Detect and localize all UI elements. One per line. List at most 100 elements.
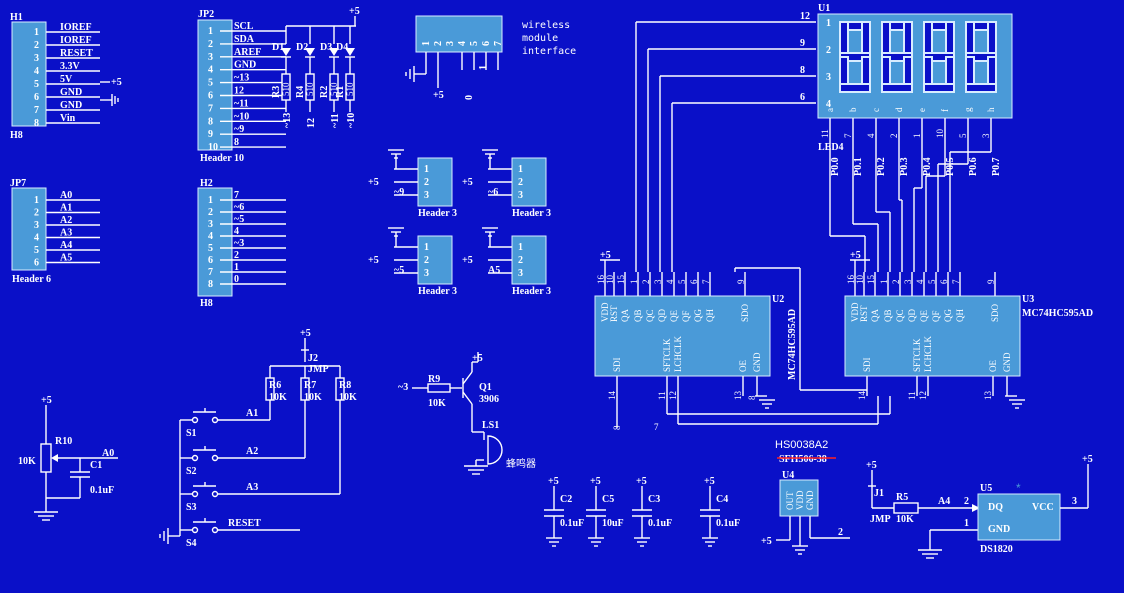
header-h2-name: H8 bbox=[200, 298, 213, 309]
shift_u3-bottom-label: SDI bbox=[862, 357, 872, 372]
h2-pin-label: 4 bbox=[234, 226, 239, 237]
display-seg-pin-num: 1 bbox=[912, 134, 922, 139]
header-h2-body bbox=[197, 187, 233, 297]
h2-pin-num: 8 bbox=[208, 279, 213, 290]
potentiometer-circuit: +5 R10 10K A0 C1 0.1uF bbox=[18, 395, 118, 521]
shift_u2-bottom-label: GND bbox=[752, 352, 762, 372]
shift_u2-bottom-label: SDI bbox=[612, 357, 622, 372]
shift_u3-bottom-num: 13 bbox=[983, 391, 993, 401]
switch-ref: S4 bbox=[186, 538, 197, 549]
temp-mark: * bbox=[1016, 481, 1021, 495]
servo-pin-num: 2 bbox=[424, 177, 429, 188]
h2-pin-num: 6 bbox=[208, 255, 213, 266]
shift_u3-pin-num: 9 bbox=[986, 279, 996, 284]
shift_u2-pin-label: QE bbox=[669, 310, 679, 322]
transistor-ref: Q1 bbox=[479, 382, 492, 393]
temp-ref: U5 bbox=[980, 483, 992, 494]
wireless-pin-num: 7 bbox=[493, 41, 504, 46]
cap-ref: C5 bbox=[602, 494, 614, 505]
switch-contact bbox=[191, 490, 199, 498]
jp2-pin-num: 9 bbox=[208, 129, 213, 140]
led-res-ref: R1 bbox=[335, 86, 346, 98]
cap-val: 0.1uF bbox=[560, 518, 584, 529]
pot-val: 10K bbox=[18, 456, 36, 467]
shift_u2-bottom-num: 11 bbox=[657, 391, 667, 400]
shift_u2-pin-num: 7 bbox=[701, 279, 711, 284]
shift_u3-bottom-num: 11 bbox=[907, 391, 917, 400]
servo-vcc: +5 bbox=[462, 177, 473, 188]
wireless-pin-num: 6 bbox=[481, 41, 492, 46]
segment-b bbox=[903, 21, 913, 58]
buzzer-res-val: 10K bbox=[428, 398, 446, 409]
display-seg-label: a bbox=[825, 108, 835, 112]
wireless-pin-num: 4 bbox=[457, 41, 468, 46]
segment-b bbox=[861, 21, 871, 58]
temp-pin-num-vcc: 3 bbox=[1072, 496, 1077, 507]
shift_u3-bottom-label: SFTCLK bbox=[912, 338, 922, 372]
wireless-vcc: +5 bbox=[433, 90, 444, 101]
led-net: ~11 bbox=[330, 113, 341, 128]
servo-pin-num: 3 bbox=[518, 268, 523, 279]
buzzer-resistor bbox=[427, 383, 451, 393]
temp-jumper-ref: J1 bbox=[874, 488, 884, 499]
jp2-pin-label: ~13 bbox=[234, 73, 249, 84]
ir-pin-label: VDD bbox=[795, 490, 805, 510]
display-seg-net: P0.3 bbox=[899, 157, 910, 176]
switch-ref: S1 bbox=[186, 428, 197, 439]
shift_u2-pin-num: 6 bbox=[689, 279, 699, 284]
display-body bbox=[817, 13, 1013, 119]
header-jp7-body bbox=[11, 187, 47, 271]
jp2-pin-num: 10 bbox=[208, 142, 218, 153]
cap-vcc: +5 bbox=[548, 476, 559, 487]
display-seg-net: P0.4 bbox=[922, 157, 933, 176]
wireless-label-1: wireless bbox=[522, 20, 570, 31]
led-diode-icon bbox=[345, 48, 355, 56]
header-jp2-body bbox=[197, 19, 233, 151]
shift_u2-pin-num: 15 bbox=[616, 275, 626, 285]
servo-net: ~9 bbox=[394, 187, 404, 198]
servo-pin-num: 1 bbox=[518, 242, 523, 253]
display-digit-pin-num: 8 bbox=[800, 65, 805, 76]
temp-vcc2: +5 bbox=[1082, 454, 1093, 465]
shift-register-u2: U2 MC74HC595AD VDD16RST10QA15QB1QC2QD3QE… bbox=[594, 250, 798, 409]
jp2-pin-label: AREF bbox=[234, 47, 261, 58]
servo-header-name: Header 3 bbox=[418, 286, 457, 297]
servo-vcc: +5 bbox=[368, 255, 379, 266]
btn-vcc: +5 bbox=[300, 328, 311, 339]
header-h2-ref: H2 bbox=[200, 178, 213, 189]
u2-body bbox=[594, 295, 771, 377]
temp-jumper-val: JMP bbox=[870, 514, 891, 525]
display-name: LED4 bbox=[818, 142, 844, 153]
shift_u2-pin-label: QH bbox=[705, 309, 715, 322]
shift_u3-pin-label: QA bbox=[870, 309, 880, 322]
switch-contact bbox=[211, 526, 219, 534]
jp7-pin-num: 3 bbox=[34, 220, 39, 231]
h1-pin-label: RESET bbox=[60, 48, 93, 59]
servo-pin-num: 3 bbox=[424, 190, 429, 201]
h2-pin-label: ~3 bbox=[234, 238, 244, 249]
display-seg-net: P0.6 bbox=[968, 157, 979, 176]
jp7-pin-num: 2 bbox=[34, 208, 39, 219]
servo-header-name: Header 3 bbox=[512, 286, 551, 297]
led-vcc: +5 bbox=[349, 6, 360, 17]
led-diode-icon bbox=[305, 48, 315, 56]
shift_u3-pin-num: 6 bbox=[939, 279, 949, 284]
speaker-ref: LS1 bbox=[482, 420, 499, 431]
jp2-pin-num: 4 bbox=[208, 65, 213, 76]
led-res-val: 510 bbox=[329, 82, 339, 96]
servo-pin-num: 1 bbox=[424, 164, 429, 175]
wireless-pin-num: 2 bbox=[433, 41, 444, 46]
shift_u2-pin-num: 4 bbox=[665, 279, 675, 284]
jp2-pin-num: 7 bbox=[208, 103, 213, 114]
servo-pin-num: 2 bbox=[424, 255, 429, 266]
h1-pin-label: IOREF bbox=[60, 35, 92, 46]
wireless-body bbox=[415, 15, 503, 53]
jp7-pin-label: A1 bbox=[60, 203, 72, 214]
shift_u2-pin-label: QC bbox=[645, 309, 655, 322]
